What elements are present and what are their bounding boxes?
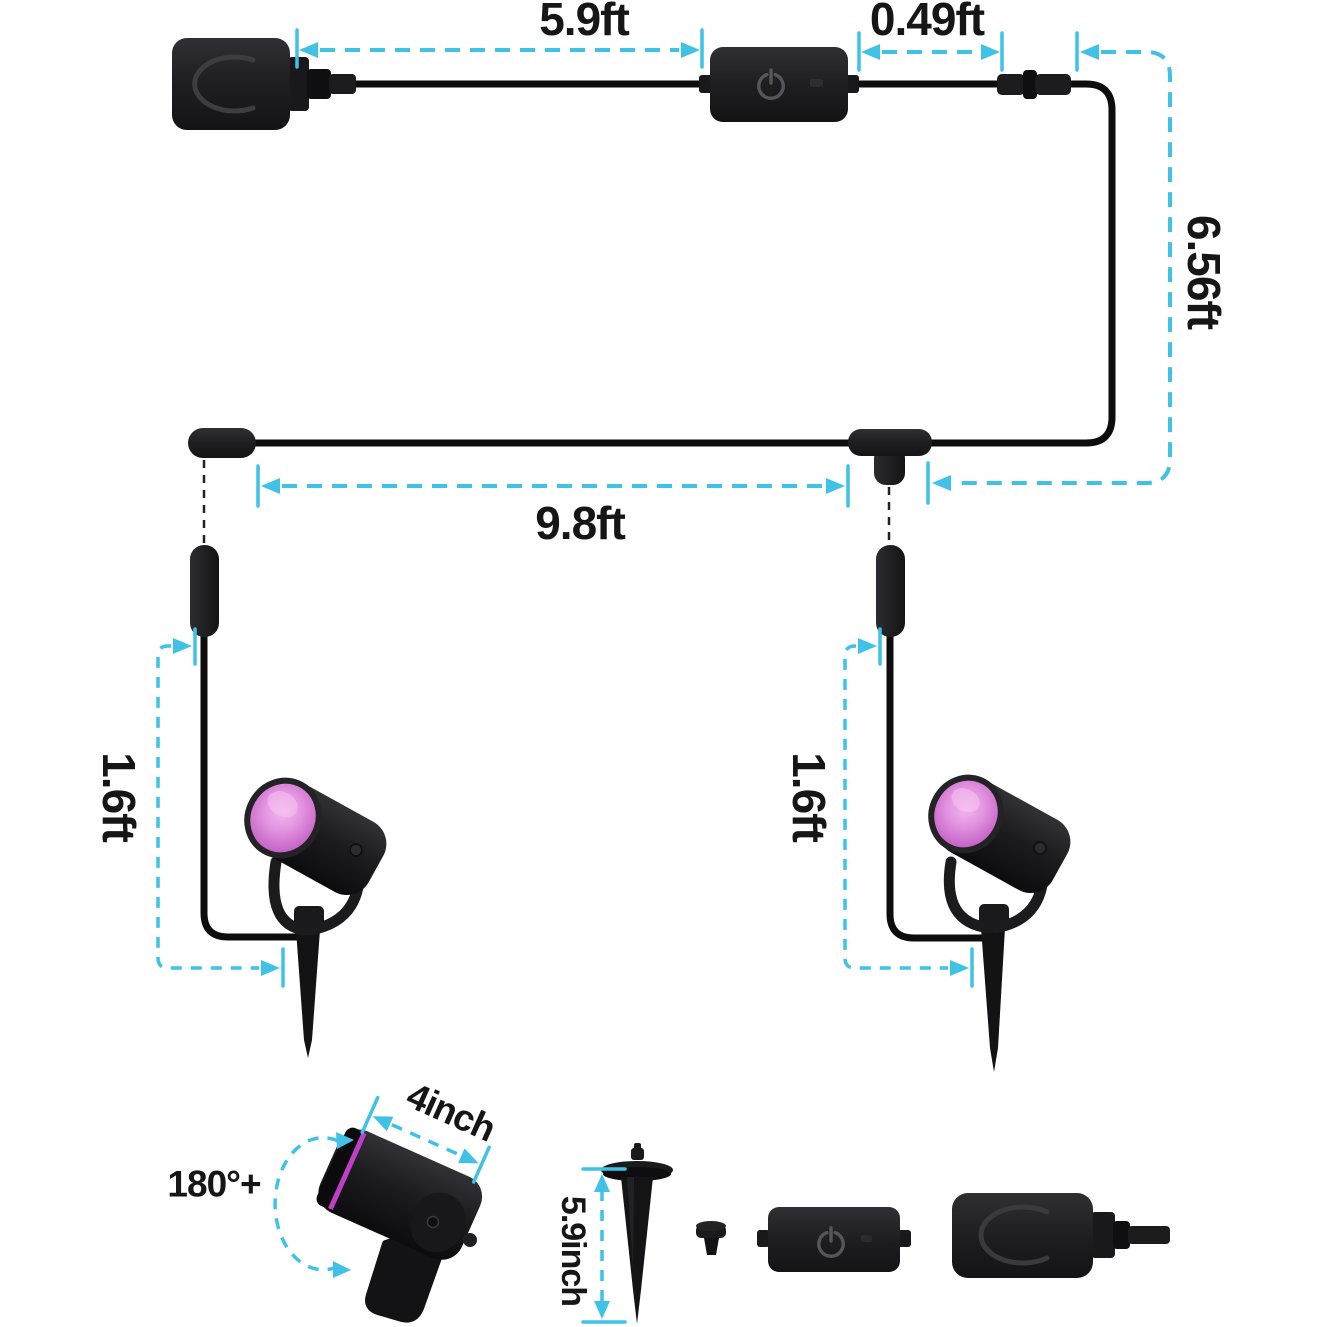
spotlight-right [928, 774, 1071, 1072]
measure-5-9inch [581, 1167, 627, 1324]
measure-0-49ft [857, 31, 1004, 72]
dimension-label-ground-stake-length: 5.9inch [554, 1195, 592, 1307]
status-light [810, 79, 823, 87]
bracket-arm-left [943, 856, 996, 934]
ground-spike [981, 928, 1005, 1072]
cable-end-cap [188, 428, 256, 458]
quick-connector-right [876, 545, 905, 637]
power-adapter-bottom [952, 1193, 1170, 1278]
mounting-knob [696, 1221, 726, 1255]
power-adapter-top [172, 38, 356, 130]
ground-stake [601, 1143, 673, 1324]
ground-spike [296, 930, 320, 1058]
light-lens [244, 777, 322, 859]
bracket-screw [349, 843, 363, 857]
measure-9-8ft [256, 464, 850, 508]
controller-top [699, 47, 859, 122]
adapter-groove [192, 54, 256, 114]
label-head-rotation: 180°+ [167, 1163, 261, 1205]
cable-coupling-top [997, 70, 1071, 99]
measure-4inch [360, 1095, 491, 1184]
dimension-label-left-light-lead: 1.6ft [93, 752, 145, 842]
adapter-groove [978, 1204, 1050, 1266]
dimension-label-adapter-to-controller: 5.9ft [539, 0, 630, 45]
lens-rim-stripe [328, 1132, 367, 1210]
t-splitter [848, 429, 932, 485]
measure-5-9ft [295, 28, 704, 69]
dimension-label-right-drop: 6.56ft [1178, 214, 1230, 330]
rotation-arc [273, 1132, 354, 1278]
bracket-screw [1033, 841, 1047, 855]
detail-front-cap [316, 1127, 362, 1208]
bracket-arm-left [268, 856, 311, 936]
detail-side-knob [463, 1233, 477, 1247]
controller-bottom [757, 1207, 911, 1272]
measure-1-6ft-right [843, 627, 974, 988]
dimension-label-right-light-lead: 1.6ft [783, 752, 835, 842]
spotlight-detail [316, 1127, 483, 1323]
cable-right-light-lead [886, 630, 987, 942]
spotlight-left [244, 777, 387, 1058]
detail-hinge-screw [426, 1215, 440, 1229]
power-icon [817, 1226, 845, 1258]
measure-1-6ft-left [156, 627, 285, 988]
cable-left-light-lead [200, 630, 302, 941]
dimension-label-main-run: 9.8ft [535, 497, 626, 549]
measure-6-56ft [926, 31, 1172, 505]
status-light [861, 1235, 872, 1242]
light-lens [928, 774, 1004, 854]
dimension-label-controller-to-corner: 0.49ft [869, 0, 985, 45]
cable-main-run [252, 80, 1116, 447]
quick-connector-left [190, 545, 219, 637]
power-icon [757, 68, 785, 100]
